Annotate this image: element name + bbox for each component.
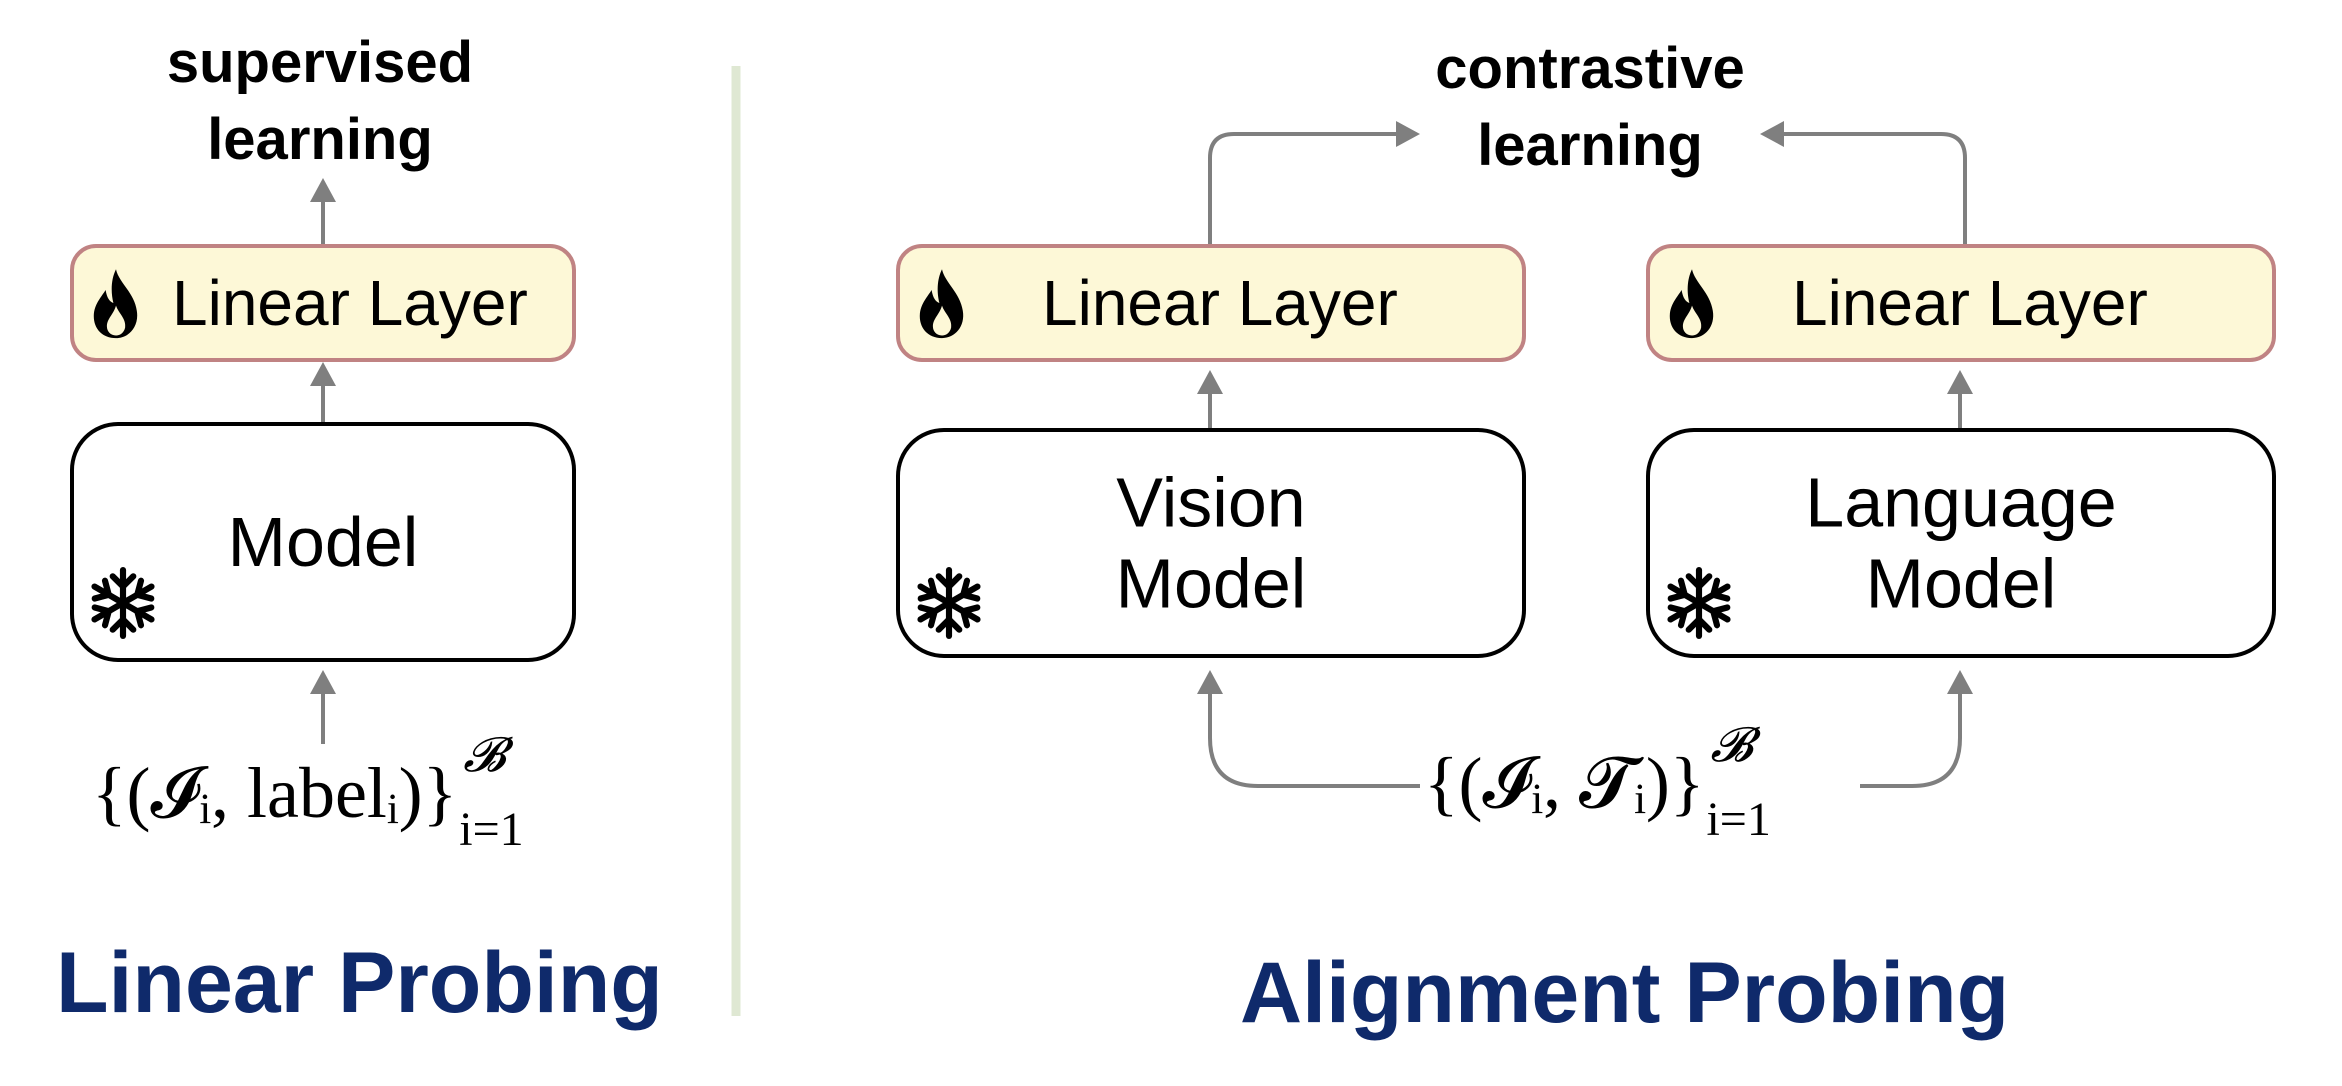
- arrow-language-linear-to-contrastive: [1780, 132, 1967, 244]
- snowflake-icon: [917, 567, 981, 639]
- language-linear-layer-box: Linear Layer: [1646, 244, 2276, 362]
- fire-icon: [919, 269, 964, 339]
- contrastive-learning-heading: contrastive learning: [1435, 36, 1745, 179]
- linear-layer-box: Linear Layer: [70, 244, 576, 362]
- formula-subscript: i=1: [459, 803, 524, 856]
- vision-model-label: Vision Model: [1115, 463, 1307, 623]
- linear-layer-label: Linear Layer: [172, 267, 528, 339]
- vision-model-box: Vision Model: [896, 428, 1526, 658]
- language-model-box: Language Model: [1646, 428, 2276, 658]
- alignment-probing-title: Alignment Probing: [1240, 945, 2010, 1041]
- model-box: Model: [70, 422, 576, 662]
- language-linear-layer-label: Linear Layer: [1792, 267, 2148, 339]
- formula-superscript: 𝓑: [463, 729, 506, 782]
- snowflake-icon: [1667, 567, 1731, 639]
- supervised-learning-heading: supervised learning: [166, 30, 474, 173]
- vision-linear-layer-box: Linear Layer: [896, 244, 1526, 362]
- formula-superscript: 𝓑: [1710, 719, 1753, 772]
- fire-icon: [1669, 269, 1714, 339]
- snowflake-icon: [91, 567, 155, 639]
- formula-subscript: i=1: [1706, 793, 1771, 846]
- linear-probing-data-formula: {(𝓘ᵢ, labelᵢ)} 𝓑 i=1: [92, 729, 524, 856]
- arrow-data-to-vision-model: [1208, 690, 1420, 788]
- vision-linear-layer-label: Linear Layer: [1042, 267, 1398, 339]
- model-label: Model: [227, 502, 419, 581]
- language-model-label: Language Model: [1805, 463, 2117, 623]
- fire-icon: [93, 269, 138, 339]
- linear-probing-title: Linear Probing: [56, 935, 663, 1031]
- arrow-vision-linear-to-contrastive: [1208, 132, 1400, 244]
- alignment-probing-data-formula: {(𝓘ᵢ, 𝓣ᵢ)} 𝓑 i=1: [1424, 719, 1771, 846]
- arrow-data-to-language-model: [1860, 690, 1962, 788]
